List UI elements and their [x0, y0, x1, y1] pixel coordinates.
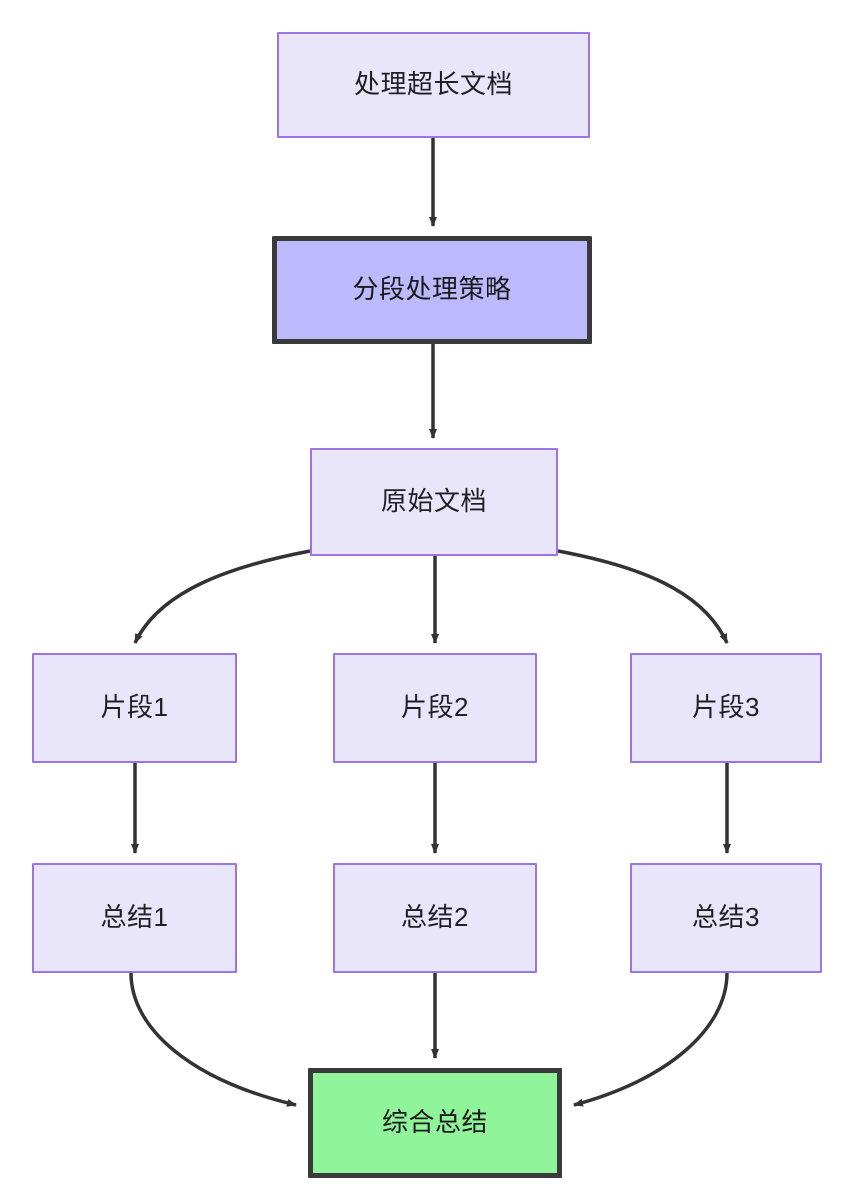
node-label: 片段3: [692, 692, 760, 723]
node-label: 片段1: [100, 692, 169, 723]
node-label: 总结2: [401, 902, 469, 933]
node-summary-1[interactable]: 总结1: [32, 863, 237, 973]
node-label: 综合总结: [381, 1107, 488, 1138]
node-chunk-3[interactable]: 片段3: [630, 653, 822, 763]
node-process-long-document[interactable]: 处理超长文档: [277, 32, 590, 138]
node-chunk-2[interactable]: 片段2: [333, 653, 537, 763]
node-label: 片段2: [401, 692, 469, 723]
node-label: 原始文档: [380, 486, 487, 517]
edge-summary1-to-final: [129, 972, 297, 1107]
node-source-document[interactable]: 原始文档: [310, 448, 558, 556]
node-chunking-strategy[interactable]: 分段处理策略: [272, 236, 592, 344]
node-summary-3[interactable]: 总结3: [630, 863, 822, 973]
edge-source-to-chunk1: [133, 549, 311, 644]
node-summary-2[interactable]: 总结2: [333, 863, 537, 973]
node-chunk-1[interactable]: 片段1: [32, 653, 237, 763]
node-label: 总结1: [100, 902, 169, 933]
node-label: 总结3: [692, 902, 760, 933]
edge-source-to-chunk3: [557, 549, 729, 644]
edge-summary3-to-final: [573, 972, 729, 1107]
node-final-summary[interactable]: 综合总结: [308, 1068, 562, 1178]
node-label: 分段处理策略: [352, 274, 512, 305]
node-label: 处理超长文档: [353, 69, 513, 100]
